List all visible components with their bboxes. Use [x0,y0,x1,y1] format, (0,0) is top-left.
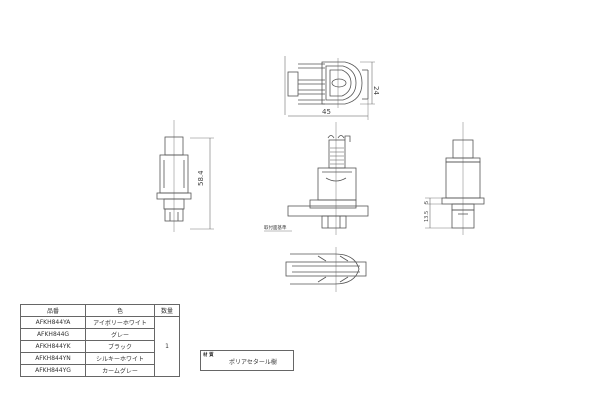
material-box: 材 質 ポリアセタール樹 [200,350,294,371]
table-header-row: 品番 色 数量 [20,304,180,317]
table-row: AFKH844YG カームグレー [20,364,180,377]
row-code: AFKH844YN [20,352,86,365]
mounting-surface-note: 取付面基準 [264,224,287,231]
parts-table: 品番 色 数量 AFKH844YA アイボリーホワイト 1 AFKH844G グ… [20,304,180,377]
row-code: AFKH844YA [20,316,86,329]
row-color: カームグレー [85,364,155,377]
material-value: ポリアセタール樹 [229,359,277,366]
header-color: 色 [85,304,155,317]
bottom-view [285,247,367,292]
table-row: AFKH844YA アイボリーホワイト 1 [20,316,180,377]
center-view [264,122,369,235]
top-height-dim: 24 [372,86,380,95]
top-view [284,56,375,120]
row-color: シルキーホワイト [85,352,155,365]
top-width-dim: 45 [322,108,331,116]
left-height-dim: 58.4 [197,170,205,186]
table-row: AFKH844YN シルキーホワイト [20,352,180,365]
material-label: 材 質 [203,353,214,358]
right-view [425,122,485,235]
row-qty: 1 [154,316,180,377]
right-dim-upper: 5 [424,201,430,204]
row-code: AFKH844YK [20,340,86,353]
row-color: アイボリーホワイト [85,316,155,329]
table-row: AFKH844YK ブラック [20,340,180,353]
header-code: 品番 [20,304,86,317]
row-code: AFKH844YG [20,364,86,377]
row-code: AFKH844G [20,328,86,341]
row-color: グレー [85,328,155,341]
header-qty: 数量 [154,304,180,317]
right-dim-lower: 13.5 [424,211,430,222]
row-color: ブラック [85,340,155,353]
left-view [156,120,214,232]
